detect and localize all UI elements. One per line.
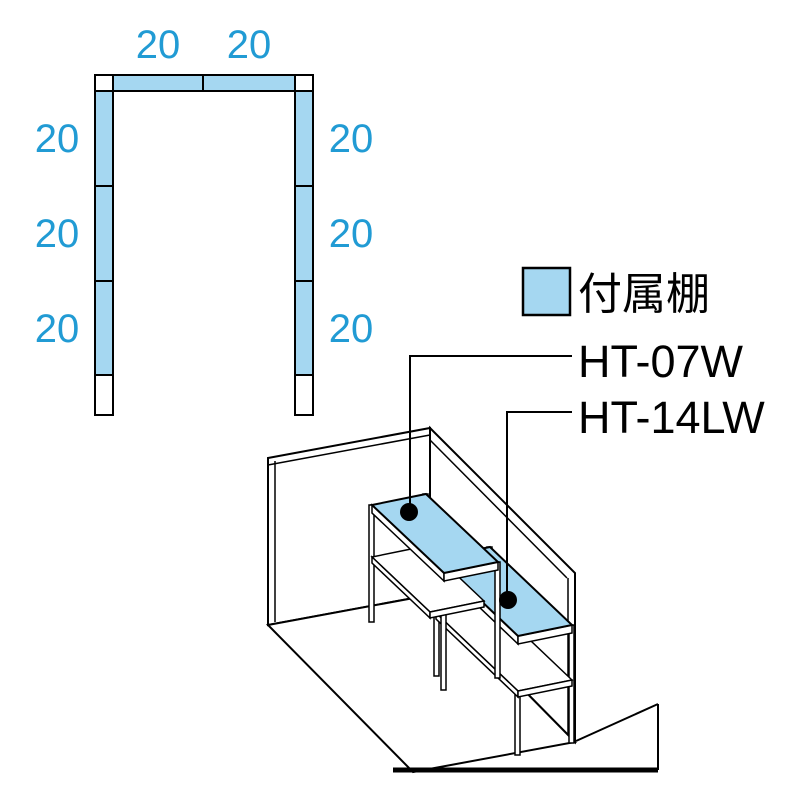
plan-top-segment-1 <box>112 74 204 92</box>
plan-left-segment-1 <box>94 90 114 187</box>
legend-swatch <box>521 266 572 317</box>
plan-corner-cap-left <box>94 74 114 92</box>
plan-left-segment-2 <box>94 185 114 282</box>
model-label-ht14lw: HT-14LW <box>578 392 765 443</box>
dimension-labels: 20 20 20 20 20 20 20 20 <box>35 23 374 351</box>
plan-right-segment-2 <box>294 185 314 282</box>
dim-right-2: 20 <box>329 212 374 256</box>
plan-bottom-cap-left <box>94 374 114 416</box>
dim-top-2: 20 <box>227 23 272 67</box>
dim-right-3: 20 <box>329 307 374 351</box>
plan-view <box>94 74 314 416</box>
plan-right-segment-3 <box>294 280 314 376</box>
plan-blue-segments <box>94 74 314 376</box>
floor-slab-edge-top <box>575 703 659 742</box>
marker-dot-ht07w <box>400 503 418 521</box>
right-wall-inner-edge <box>429 439 568 579</box>
shelf-lower-board-end <box>517 679 573 698</box>
shelf-lower-board-end <box>429 600 485 619</box>
dim-top-1: 20 <box>136 23 181 67</box>
plan-right-segment-1 <box>294 90 314 187</box>
left-wall-inner-edge <box>267 434 431 466</box>
dim-right-1: 20 <box>329 117 374 161</box>
leader-line-ht07w <box>409 355 572 506</box>
dim-left-3: 20 <box>35 307 80 351</box>
plan-white-caps <box>94 74 314 416</box>
plan-top-segment-2 <box>202 74 296 92</box>
plan-left-segment-3 <box>94 280 114 376</box>
legend-label: 付属棚 <box>578 270 710 319</box>
model-label-ht07w: HT-07W <box>578 336 744 387</box>
floor <box>265 593 578 774</box>
plan-corner-cap-right <box>294 74 314 92</box>
shelf-leg <box>494 561 501 679</box>
marker-dot-ht14lw <box>499 591 517 609</box>
plan-bottom-cap-right <box>294 374 314 416</box>
iso-view <box>265 355 659 774</box>
dim-left-2: 20 <box>35 212 80 256</box>
leader-line-ht14lw <box>506 411 572 594</box>
dim-left-1: 20 <box>35 117 80 161</box>
legend: 付属棚 HT-07W HT-14LW <box>521 266 765 443</box>
